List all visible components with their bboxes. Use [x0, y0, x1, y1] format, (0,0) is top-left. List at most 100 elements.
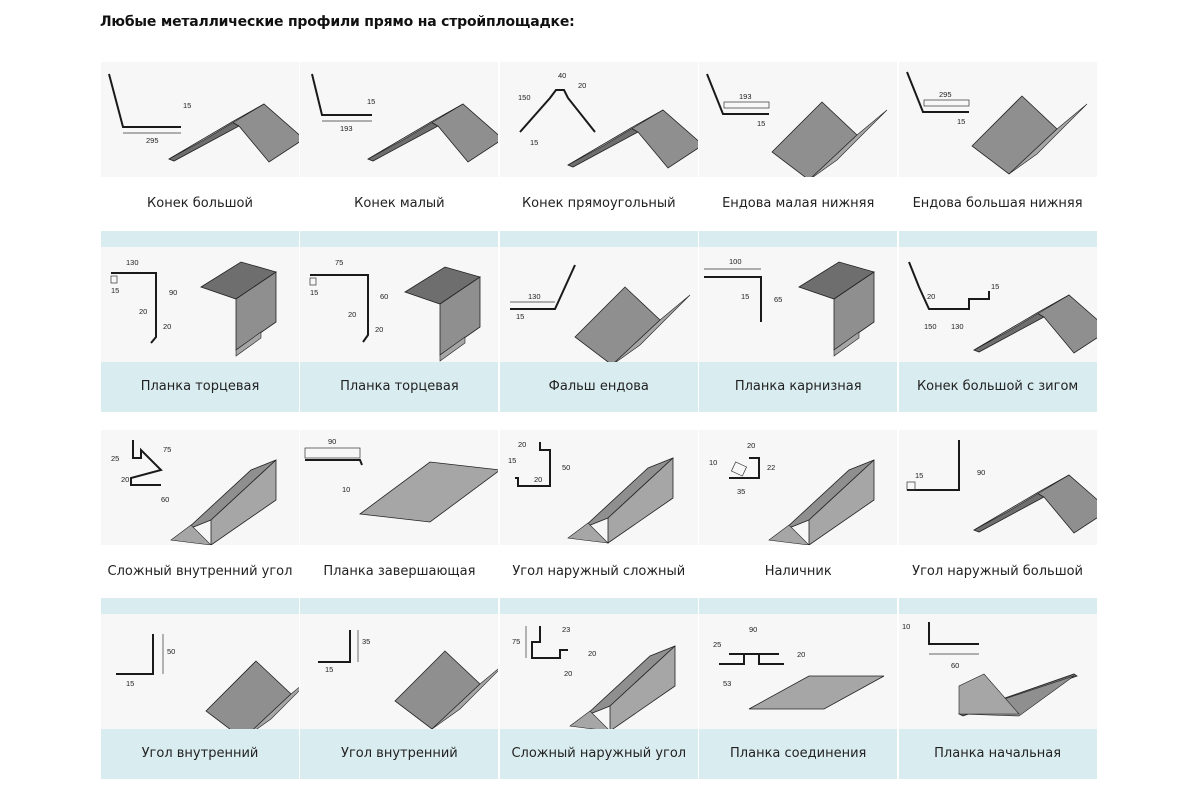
dimension-label: 15	[111, 286, 119, 295]
profile-drawing-svg: 193 15	[706, 73, 888, 177]
dimension-label: 20	[588, 649, 596, 658]
dimension-label: 10	[342, 485, 350, 494]
profile-name: Планка карнизная	[699, 362, 898, 412]
profile-name: Планка соединения	[699, 729, 898, 779]
profile-name: Планка торцевая	[101, 362, 299, 412]
dimension-label: 15	[757, 119, 765, 128]
dimension-label: 15	[915, 471, 923, 480]
dimension-label: 35	[737, 487, 745, 496]
profile-name: Сложный внутренний угол	[107, 564, 293, 579]
card-top-band	[499, 231, 698, 247]
dimension-label: 15	[741, 292, 749, 301]
profile-name: Сложный наружный угол	[499, 729, 698, 779]
dimension-label: 35	[362, 637, 370, 646]
dimension-label: 15	[516, 312, 524, 321]
profile-drawing: 23 75 20 20	[499, 614, 698, 729]
profile-name: Конек большой	[147, 196, 253, 211]
profile-drawing: 90 15	[898, 430, 1097, 545]
dimension-label: 20	[139, 307, 147, 316]
profile-drawing-svg: 40 20 150 15	[518, 71, 698, 169]
dimension-label: 15	[367, 97, 375, 106]
profile-name: Конек большой с зигом	[898, 362, 1097, 412]
dimension-label: 130	[528, 292, 541, 301]
profile-drawing: 15 295	[101, 62, 299, 177]
dimension-label: 20	[797, 650, 805, 659]
profile-name: Планка торцевая	[300, 362, 499, 412]
dimension-label: 15	[183, 101, 191, 110]
dimension-label: 90	[977, 468, 985, 477]
profile-name: Угол внутренний	[300, 729, 499, 779]
dimension-label: 60	[951, 661, 959, 670]
profile-drawing: 90 25 20 53	[699, 614, 898, 729]
card-top-band	[499, 598, 698, 614]
dimension-label: 23	[562, 625, 570, 634]
dimension-label: 15	[310, 288, 318, 297]
profile-drawing: 100 15 65	[699, 247, 898, 362]
dimension-label: 50	[167, 647, 175, 656]
profile-name: Конек прямоугольный	[521, 196, 676, 211]
profile-name: Планка начальная	[898, 729, 1097, 779]
profile-name: Ендова малая нижняя	[722, 196, 875, 211]
profile-name: Угол наружный большой	[912, 564, 1084, 579]
dimension-label: 50	[562, 463, 570, 472]
dimension-label: 100	[729, 257, 742, 266]
dimension-label: 130	[951, 322, 964, 331]
dimension-label: 75	[163, 445, 171, 454]
profile-name: Планка завершающая	[323, 564, 476, 579]
dimension-label: 65	[774, 295, 782, 304]
profile-name: Наличник	[764, 564, 832, 579]
dimension-label: 75	[512, 637, 520, 646]
profile-name: Ендова большая нижняя	[912, 196, 1083, 211]
dimension-label: 295	[146, 136, 159, 145]
card-top-band	[300, 231, 499, 247]
dimension-label: 193	[739, 92, 752, 101]
dimension-label: 20	[578, 81, 586, 90]
profile-drawing: 35 15	[300, 614, 499, 729]
dimension-label: 15	[325, 665, 333, 674]
dimension-label: 25	[713, 640, 721, 649]
dimension-label: 90	[749, 625, 757, 634]
profile-drawing: 40 20 150 15	[499, 62, 698, 177]
dimension-label: 20	[564, 669, 572, 678]
dimension-label: 40	[558, 71, 566, 80]
dimension-label: 22	[767, 463, 775, 472]
dimension-label: 53	[723, 679, 731, 688]
profile-drawing-svg: 35 15	[318, 630, 499, 729]
dimension-label: 15	[530, 138, 538, 147]
dimension-label: 130	[126, 258, 139, 267]
dimension-label: 20	[348, 310, 356, 319]
profile-drawing-svg: 15 295	[108, 73, 299, 163]
profile-drawing-svg: 100 15 65	[704, 257, 876, 357]
card-top-band	[699, 231, 898, 247]
profile-name: Конек малый	[354, 196, 445, 211]
profile-drawing-svg: 130 15	[509, 264, 691, 362]
dimension-label: 295	[939, 90, 952, 99]
profile-name: Угол наружный сложный	[512, 564, 686, 579]
dimension-label: 75	[335, 258, 343, 267]
profile-name: Фальш ендова	[499, 362, 698, 412]
dimension-label: 20	[375, 325, 383, 334]
page-title: Любые металлические профили прямо на стр…	[100, 14, 575, 30]
dimension-label: 150	[518, 93, 531, 102]
dimension-label: 20	[927, 292, 935, 301]
profile-drawing-svg: 23 75 20 20	[512, 625, 676, 729]
card-top-band	[699, 598, 898, 614]
dimension-label: 20	[534, 475, 542, 484]
dimension-label: 90	[169, 288, 177, 297]
dimension-label: 20	[747, 441, 755, 450]
dimension-label: 60	[380, 292, 388, 301]
